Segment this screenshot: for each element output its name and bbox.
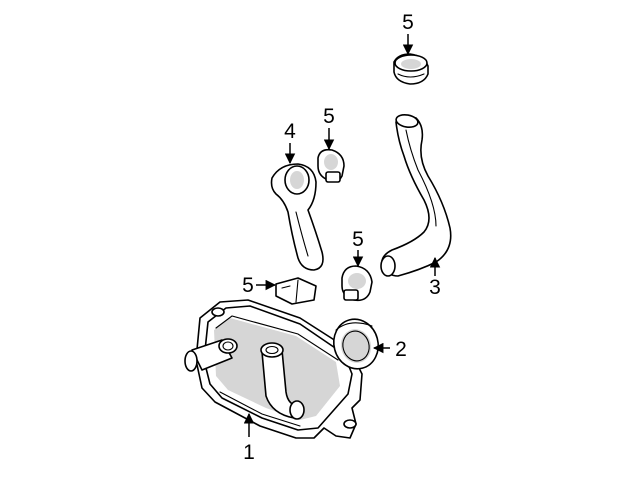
callout-1: 1 bbox=[243, 441, 255, 464]
callout-3: 3 bbox=[429, 276, 441, 299]
callout-4: 4 bbox=[284, 120, 296, 143]
callout-5-left: 5 bbox=[242, 274, 254, 297]
lower-hose bbox=[380, 113, 452, 277]
clamp-top bbox=[393, 53, 429, 85]
callout-5-mid: 5 bbox=[352, 228, 364, 251]
clamp-left bbox=[275, 277, 317, 305]
oil-cooler bbox=[184, 299, 363, 439]
upper-hose bbox=[270, 163, 324, 271]
clamp-upper-hose bbox=[317, 148, 345, 183]
callout-5-top: 5 bbox=[402, 11, 414, 34]
callout-2: 2 bbox=[395, 338, 407, 361]
leader-lines bbox=[243, 34, 441, 437]
callout-5-upper-hose: 5 bbox=[323, 105, 335, 128]
clamp-mid bbox=[341, 265, 373, 302]
gasket-seal bbox=[332, 318, 380, 370]
